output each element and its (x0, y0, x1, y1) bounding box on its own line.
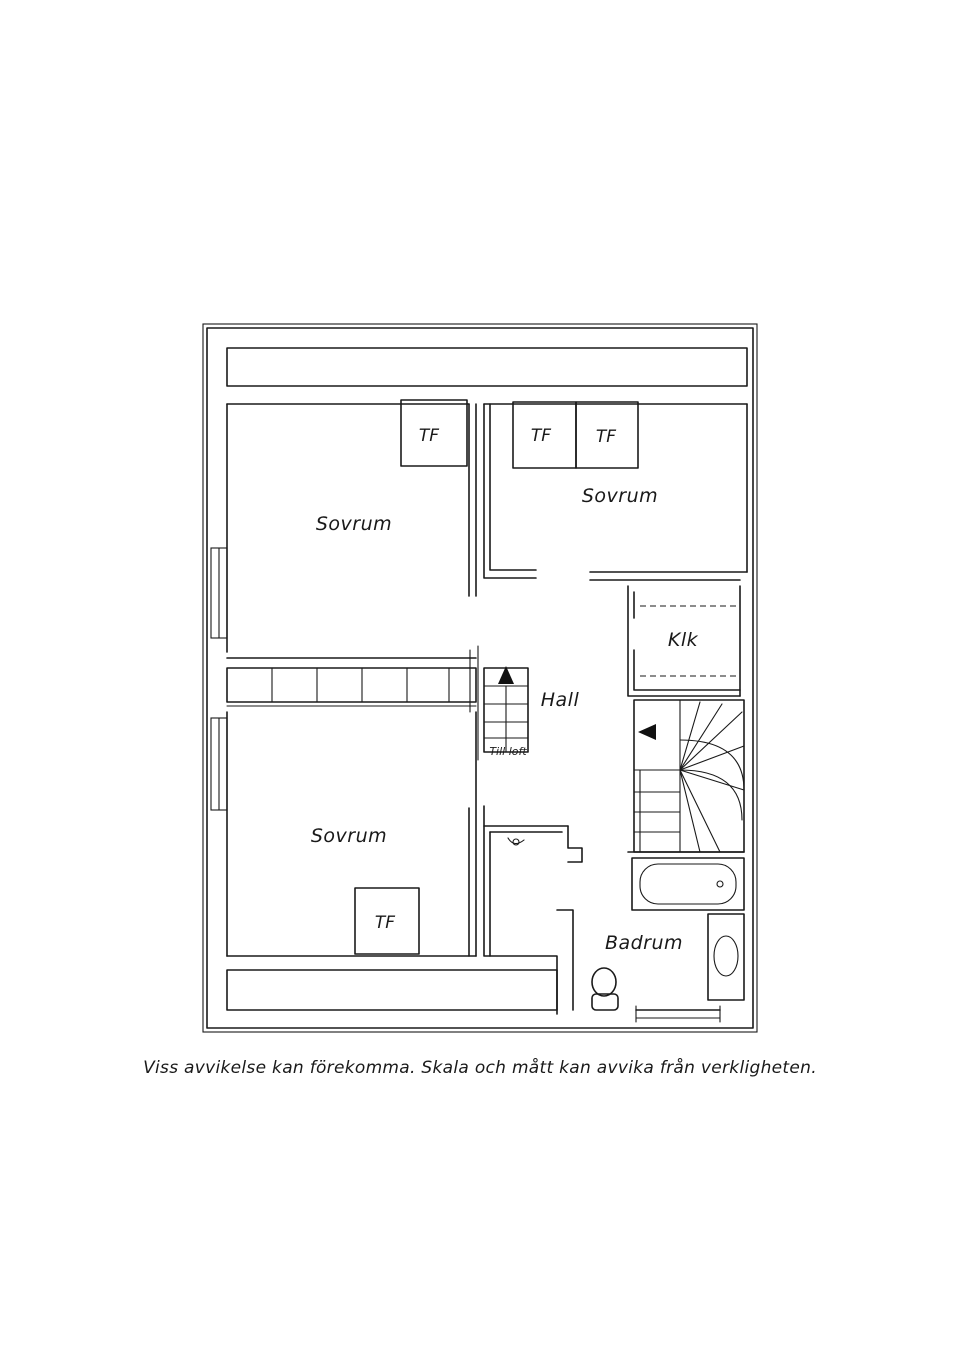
bathtub-icon (631, 857, 745, 911)
stair-to-loft (477, 645, 529, 761)
wardrobe-label-tf-4: TF (375, 913, 395, 933)
wardrobe-tf-3 (575, 401, 639, 469)
stair-direction-arrow-icon (638, 724, 656, 740)
room-label-bathroom: Badrum (605, 932, 683, 954)
closet-walls (627, 585, 741, 697)
bottom-eave-storage (226, 969, 558, 1011)
top-eave-storage (226, 347, 748, 387)
room-label-bedroom-top-left: Sovrum (316, 513, 392, 535)
room-label-closet: Klk (668, 629, 699, 651)
toilet-icon (591, 967, 619, 1011)
corridor-wardrobes (226, 649, 477, 713)
room-label-bedroom-bottom-left: Sovrum (311, 825, 387, 847)
bedroom-bottom-left-walls (226, 711, 477, 957)
winding-stair (633, 699, 745, 853)
room-label-bedroom-top-right: Sovrum (582, 485, 658, 507)
wardrobe-label-tf-2: TF (531, 426, 551, 446)
sink-icon (507, 837, 525, 846)
disclaimer-text: Viss avvikelse kan förekomma. Skala och … (143, 1058, 817, 1078)
wardrobe-tf-1 (400, 399, 468, 467)
window-left-upper (210, 547, 228, 639)
wardrobe-label-tf-1: TF (419, 426, 439, 446)
stair-note-label: Till loft (489, 745, 527, 758)
washbasin-cabinet-icon (707, 913, 745, 1001)
wardrobe-label-tf-3: TF (596, 427, 616, 447)
wardrobe-tf-4 (354, 887, 420, 955)
bedroom-top-left-walls (226, 403, 477, 659)
bedroom-top-right-walls (483, 403, 748, 581)
stair-up-arrow-icon (498, 666, 514, 684)
room-label-hall: Hall (541, 689, 580, 711)
outer-walls (202, 323, 758, 1033)
bathroom-walls (483, 805, 745, 1023)
window-left-lower (210, 717, 228, 811)
